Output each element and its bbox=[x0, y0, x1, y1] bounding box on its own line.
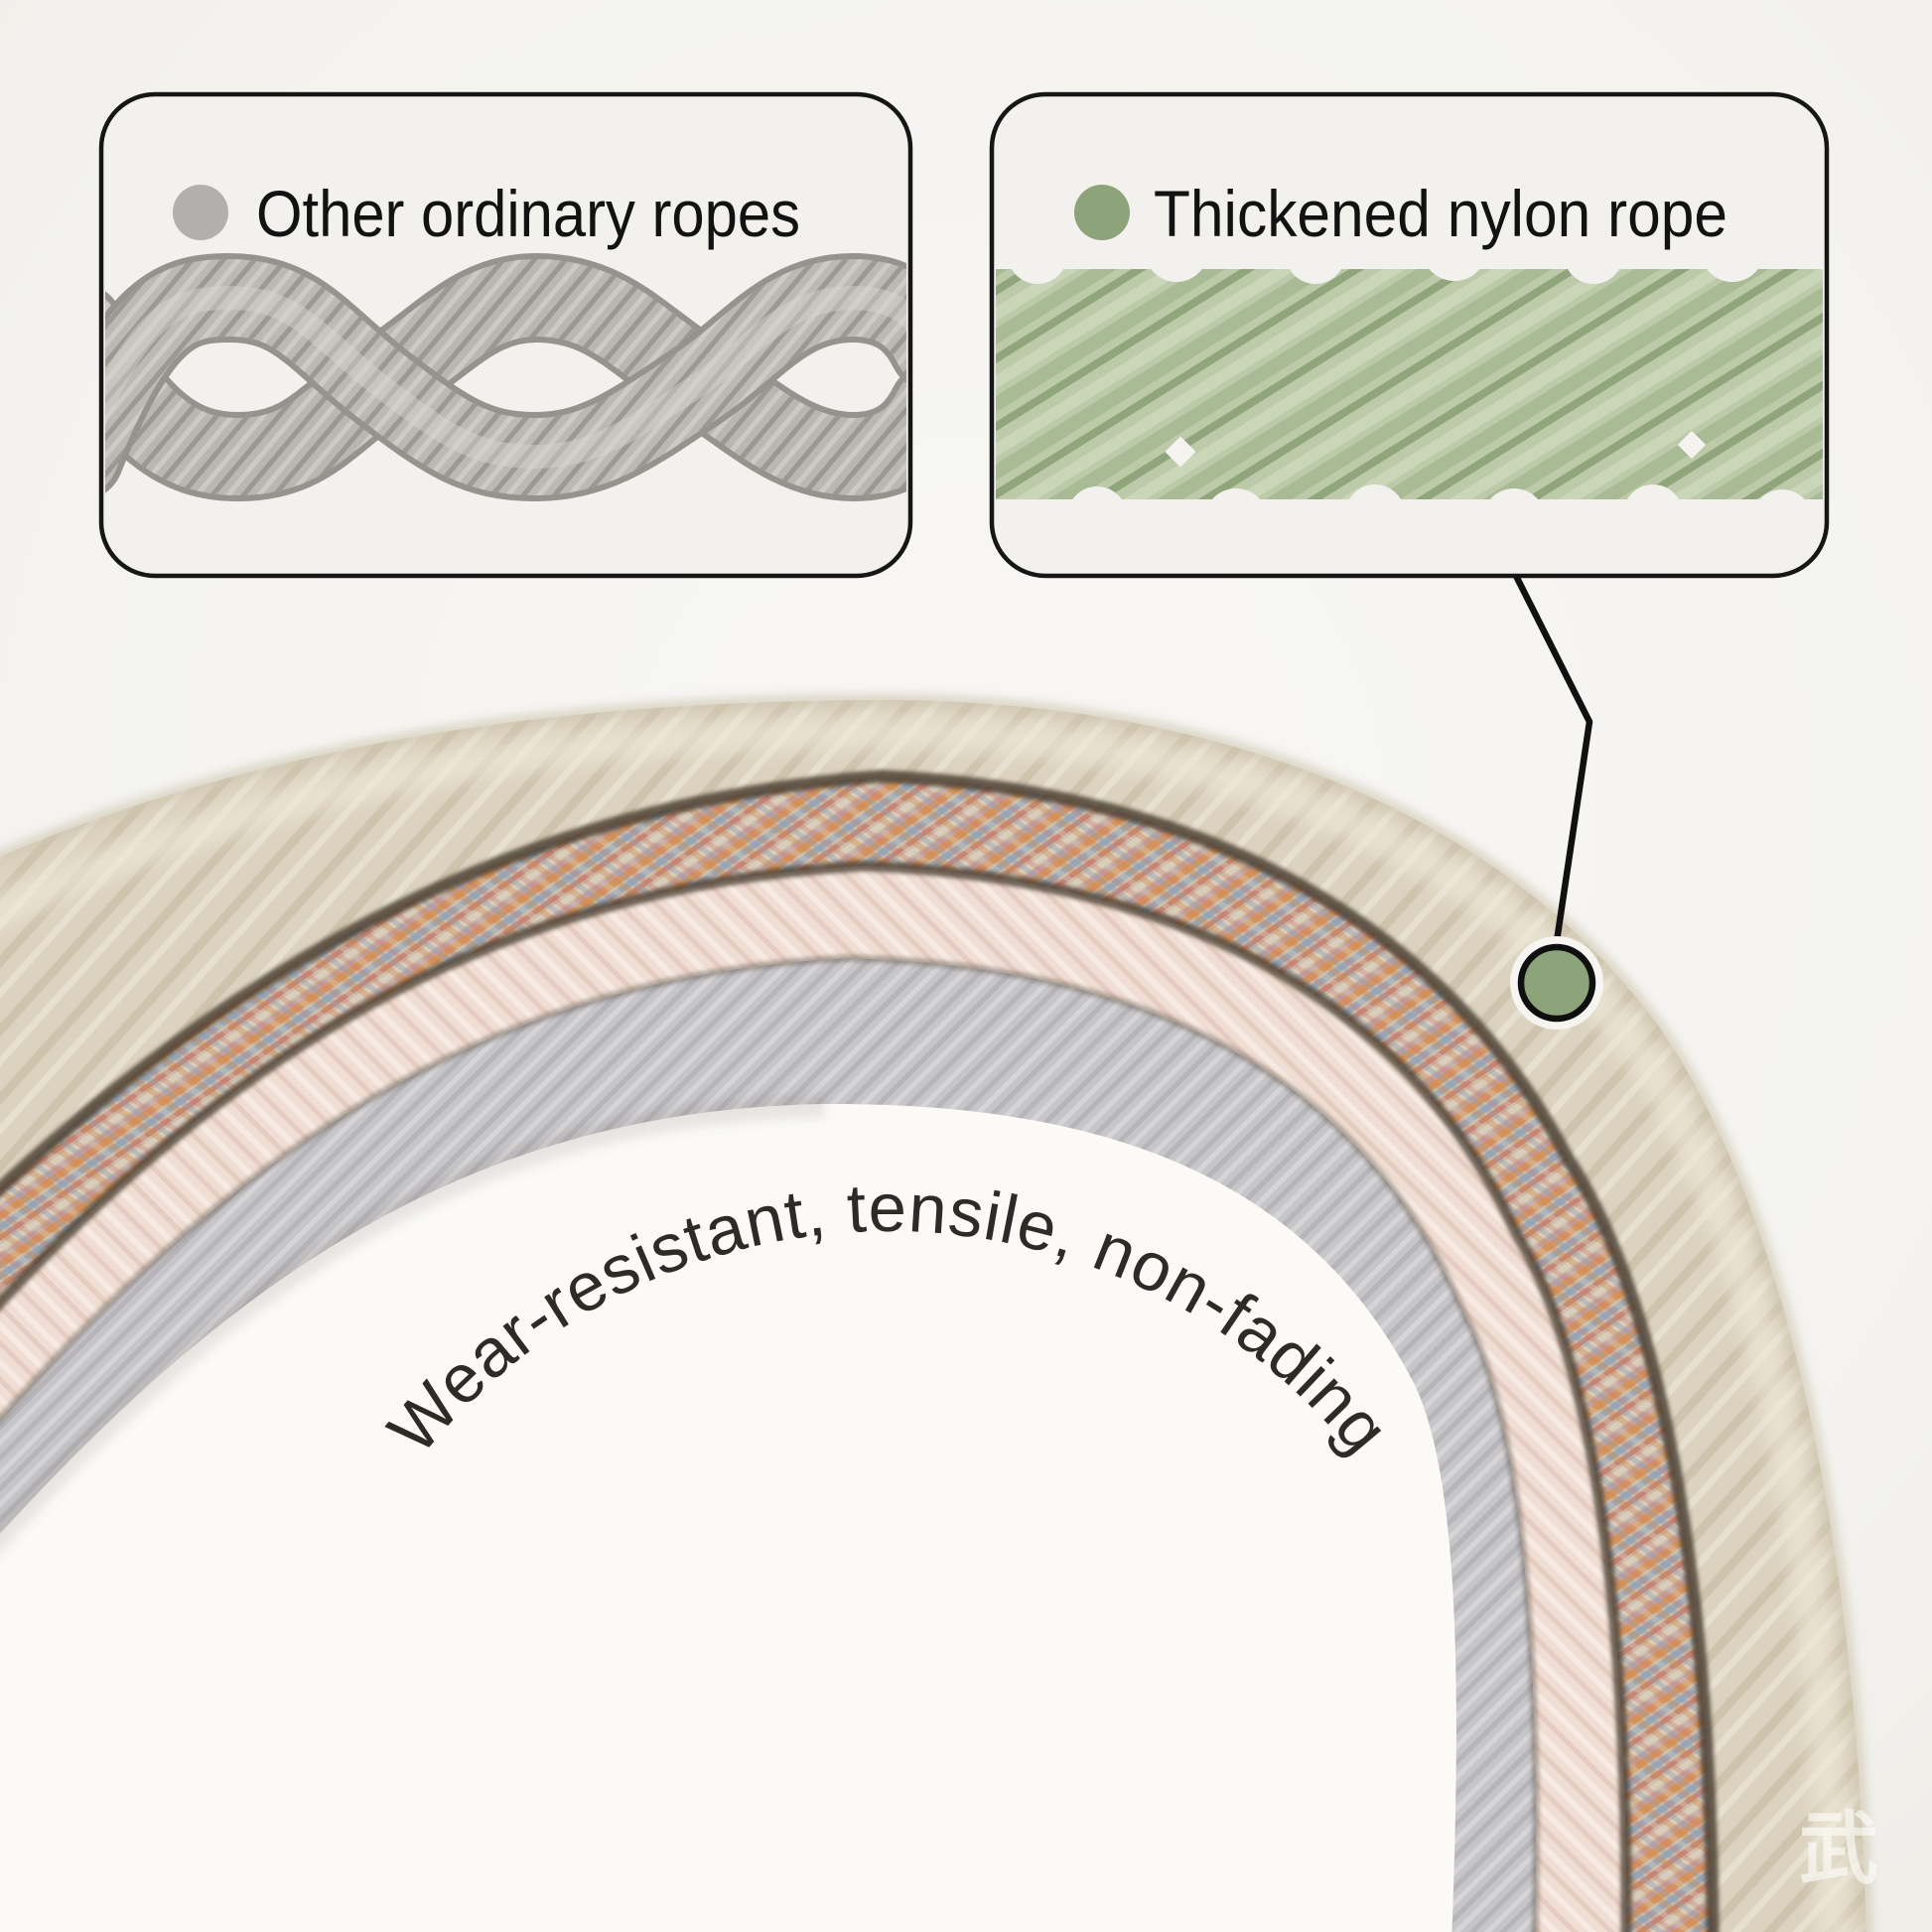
callout-line bbox=[1513, 574, 1593, 942]
ordinary-rope-photo bbox=[105, 252, 906, 502]
seam-pink-gray bbox=[0, 954, 1540, 1932]
ordinary-rope-dot bbox=[173, 185, 228, 240]
seam-beige-braid bbox=[0, 769, 1720, 1932]
green-rope-edge-scallops bbox=[1008, 215, 1823, 552]
nylon-rope-photo bbox=[996, 215, 1823, 552]
gray-strand-b-twist bbox=[105, 258, 906, 496]
green-rope-hole bbox=[1165, 436, 1196, 468]
panel-nylon-rope: Thickened nylon rope bbox=[989, 91, 1830, 579]
watermark: 武 bbox=[1799, 1805, 1878, 1893]
green-rope-hole bbox=[1677, 430, 1707, 460]
callout bbox=[1510, 574, 1603, 1030]
product-rope-photo bbox=[0, 693, 1872, 1932]
beige-highlight bbox=[0, 715, 1851, 1932]
loop-inner-area bbox=[0, 1103, 1456, 1932]
gray-strand-a-highlight bbox=[105, 285, 906, 470]
beige-outer-edge bbox=[0, 693, 1872, 1932]
seam-braid-pink bbox=[0, 860, 1632, 1932]
nylon-rope-dot bbox=[1074, 185, 1130, 240]
callout-marker-dot bbox=[1517, 943, 1596, 1023]
rope-layer-gray bbox=[0, 958, 1537, 1932]
rope-soft-shadow bbox=[0, 1094, 825, 1554]
ordinary-rope-label: Other ordinary ropes bbox=[256, 177, 800, 250]
panel-ordinary-rope: Other ordinary ropes bbox=[98, 91, 913, 579]
nylon-rope-label: Thickened nylon rope bbox=[1154, 177, 1727, 250]
gray-strand-a-twist bbox=[105, 258, 906, 496]
